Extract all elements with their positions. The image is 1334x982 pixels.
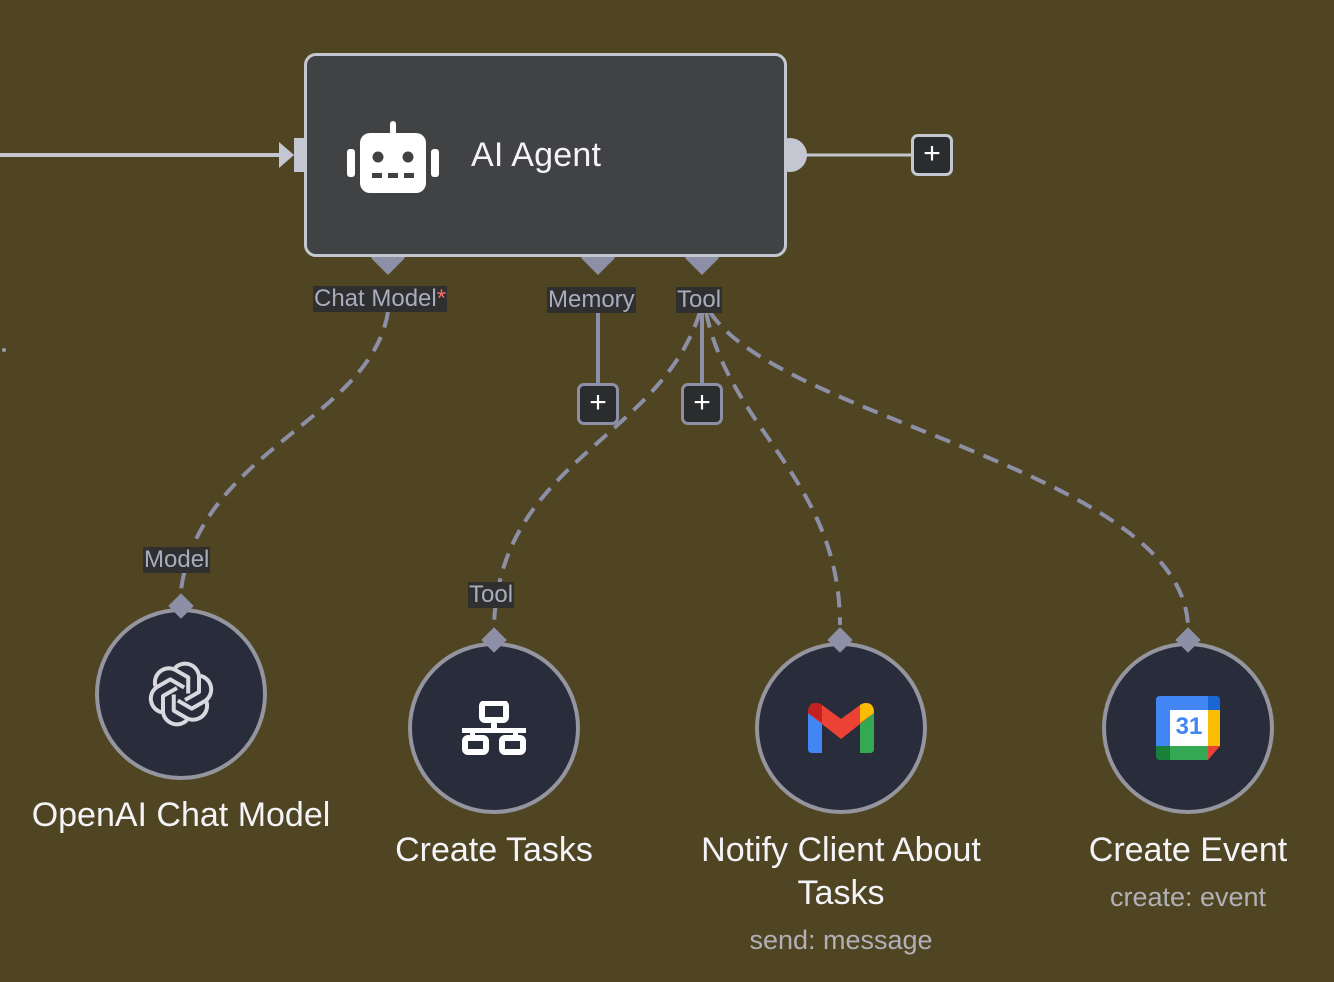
create-tasks-node[interactable] [408, 642, 580, 814]
add-next-node-button[interactable]: + [911, 134, 953, 176]
port-label-memory: Memory [547, 286, 636, 313]
create-tasks-input-handle[interactable] [480, 626, 508, 654]
create-event-input-handle[interactable] [1174, 626, 1202, 654]
input-label-tool: Tool [468, 581, 515, 608]
google-calendar-icon: 31 [1156, 696, 1220, 760]
connection-create-tasks[interactable] [492, 311, 702, 626]
node-title-openai: OpenAI Chat Model [31, 796, 331, 834]
agent-title: AI Agent [471, 136, 602, 174]
network-icon [462, 701, 526, 755]
ai-agent-node[interactable]: AI Agent [304, 53, 787, 257]
create-event-node[interactable]: 31 [1102, 642, 1274, 814]
add-tool-button[interactable]: + [681, 383, 723, 425]
connection-create-event[interactable] [708, 310, 1190, 626]
node-title-notify-client: Notify Client About Tasks [701, 831, 981, 912]
robot-icon [347, 121, 439, 193]
connection-arrow [279, 142, 294, 168]
gmail-icon [808, 703, 874, 753]
connection-notify-client[interactable] [704, 311, 842, 626]
notify-client-node[interactable] [755, 642, 927, 814]
node-title-create-event: Create Event [1088, 831, 1288, 869]
node-title-create-tasks: Create Tasks [395, 831, 593, 869]
node-subtitle-notify-client: send: message [749, 925, 933, 955]
openai-input-handle[interactable] [167, 592, 195, 620]
connection-chat-model[interactable] [179, 311, 390, 591]
canvas-dot [2, 348, 6, 352]
input-label-model: Model [143, 546, 211, 573]
openai-chat-model-node[interactable] [95, 608, 267, 780]
calendar-day: 31 [1175, 713, 1203, 740]
notify-client-input-handle[interactable] [826, 626, 854, 654]
openai-icon [148, 661, 214, 727]
port-label-chat-model: Chat Model* [313, 285, 448, 312]
node-subtitle-create-event: create: event [1109, 882, 1267, 912]
add-memory-button[interactable]: + [577, 383, 619, 425]
required-marker: * [436, 285, 447, 312]
port-label-tool: Tool [676, 286, 723, 313]
